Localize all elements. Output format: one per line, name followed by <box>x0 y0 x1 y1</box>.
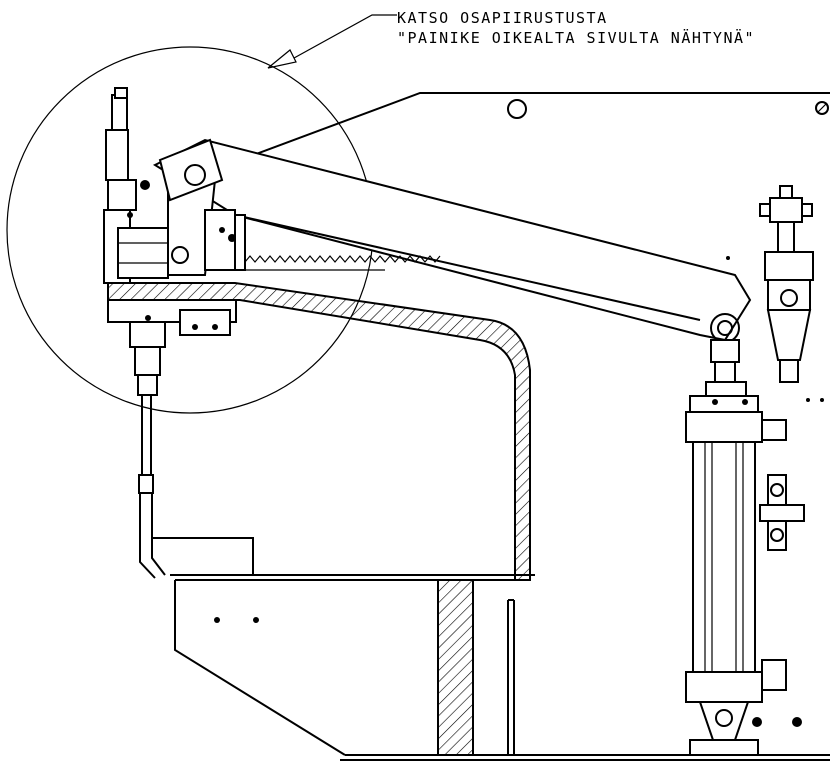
filter-regulator <box>726 185 824 402</box>
marker-dot <box>752 717 762 727</box>
note-line-1: KATSO OSAPIIRUSTUSTA <box>397 9 608 27</box>
valve-block <box>759 474 805 551</box>
note-line-2: "PAINIKE OIKEALTA SIVULTA NÄHTYNÄ" <box>397 28 755 47</box>
leader-arrowhead <box>267 49 297 69</box>
press-head <box>103 87 441 396</box>
frame-hole <box>507 99 527 119</box>
swing-arm <box>152 138 752 397</box>
frame-hole-right <box>815 101 829 115</box>
pneumatic-cylinder <box>685 395 787 756</box>
detail-note: KATSO OSAPIIRUSTUSTA "PAINIKE OIKEALTA S… <box>267 9 755 69</box>
marker-dot <box>792 717 802 727</box>
leader-line <box>284 14 397 64</box>
